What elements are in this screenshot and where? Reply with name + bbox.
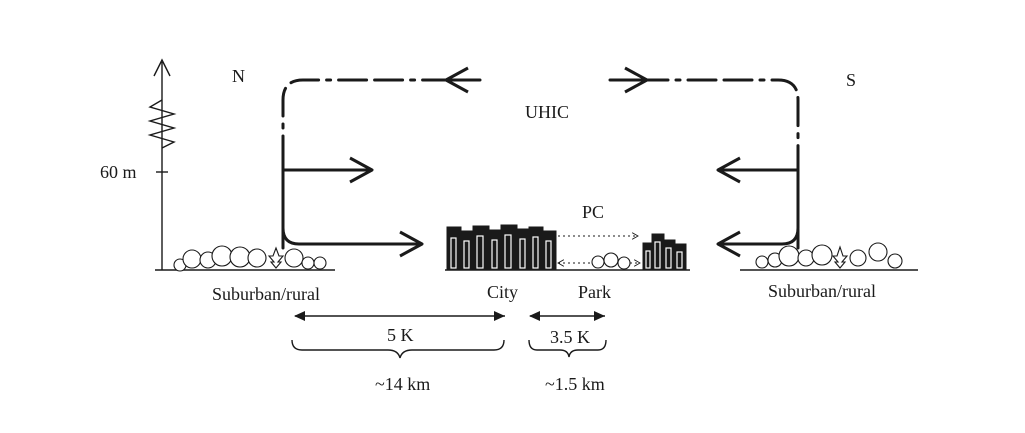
inflow-right-lower-arrow-icon [716, 148, 800, 258]
city-distance-label: ~14 km [375, 374, 430, 394]
city-label: City [487, 282, 518, 302]
suburban-right-label: Suburban/rural [768, 281, 876, 301]
height-axis-arrow-icon [153, 58, 171, 77]
city-buildings [446, 224, 557, 271]
city-distance-brace [291, 339, 505, 359]
park-distance-brace [528, 339, 607, 358]
suburban-vegetation-left [173, 245, 327, 272]
uhic-right-loop [638, 78, 800, 250]
suburban-vegetation-right [755, 242, 903, 269]
north-label: N [232, 66, 245, 86]
pc-label: PC [582, 202, 604, 222]
park-circulation-arrows [558, 236, 640, 263]
height-axis [147, 58, 177, 270]
axis-break-zigzag-icon [147, 99, 177, 149]
height-label: 60 m [100, 162, 137, 182]
city-buildings-right [642, 233, 687, 271]
inflow-left-lower-arrow-icon [281, 148, 424, 258]
park-trees [591, 252, 631, 270]
city-temperature-label: 5 K [387, 325, 414, 345]
uhic-label: UHIC [525, 102, 569, 122]
south-label: S [846, 70, 856, 90]
park-label: Park [578, 282, 611, 302]
uhic-circulation [281, 66, 800, 258]
suburban-left-label: Suburban/rural [212, 284, 320, 304]
park-temperature-label: 3.5 K [550, 327, 590, 347]
park-distance-label: ~1.5 km [545, 374, 605, 394]
uhic-left-loop [281, 78, 447, 250]
